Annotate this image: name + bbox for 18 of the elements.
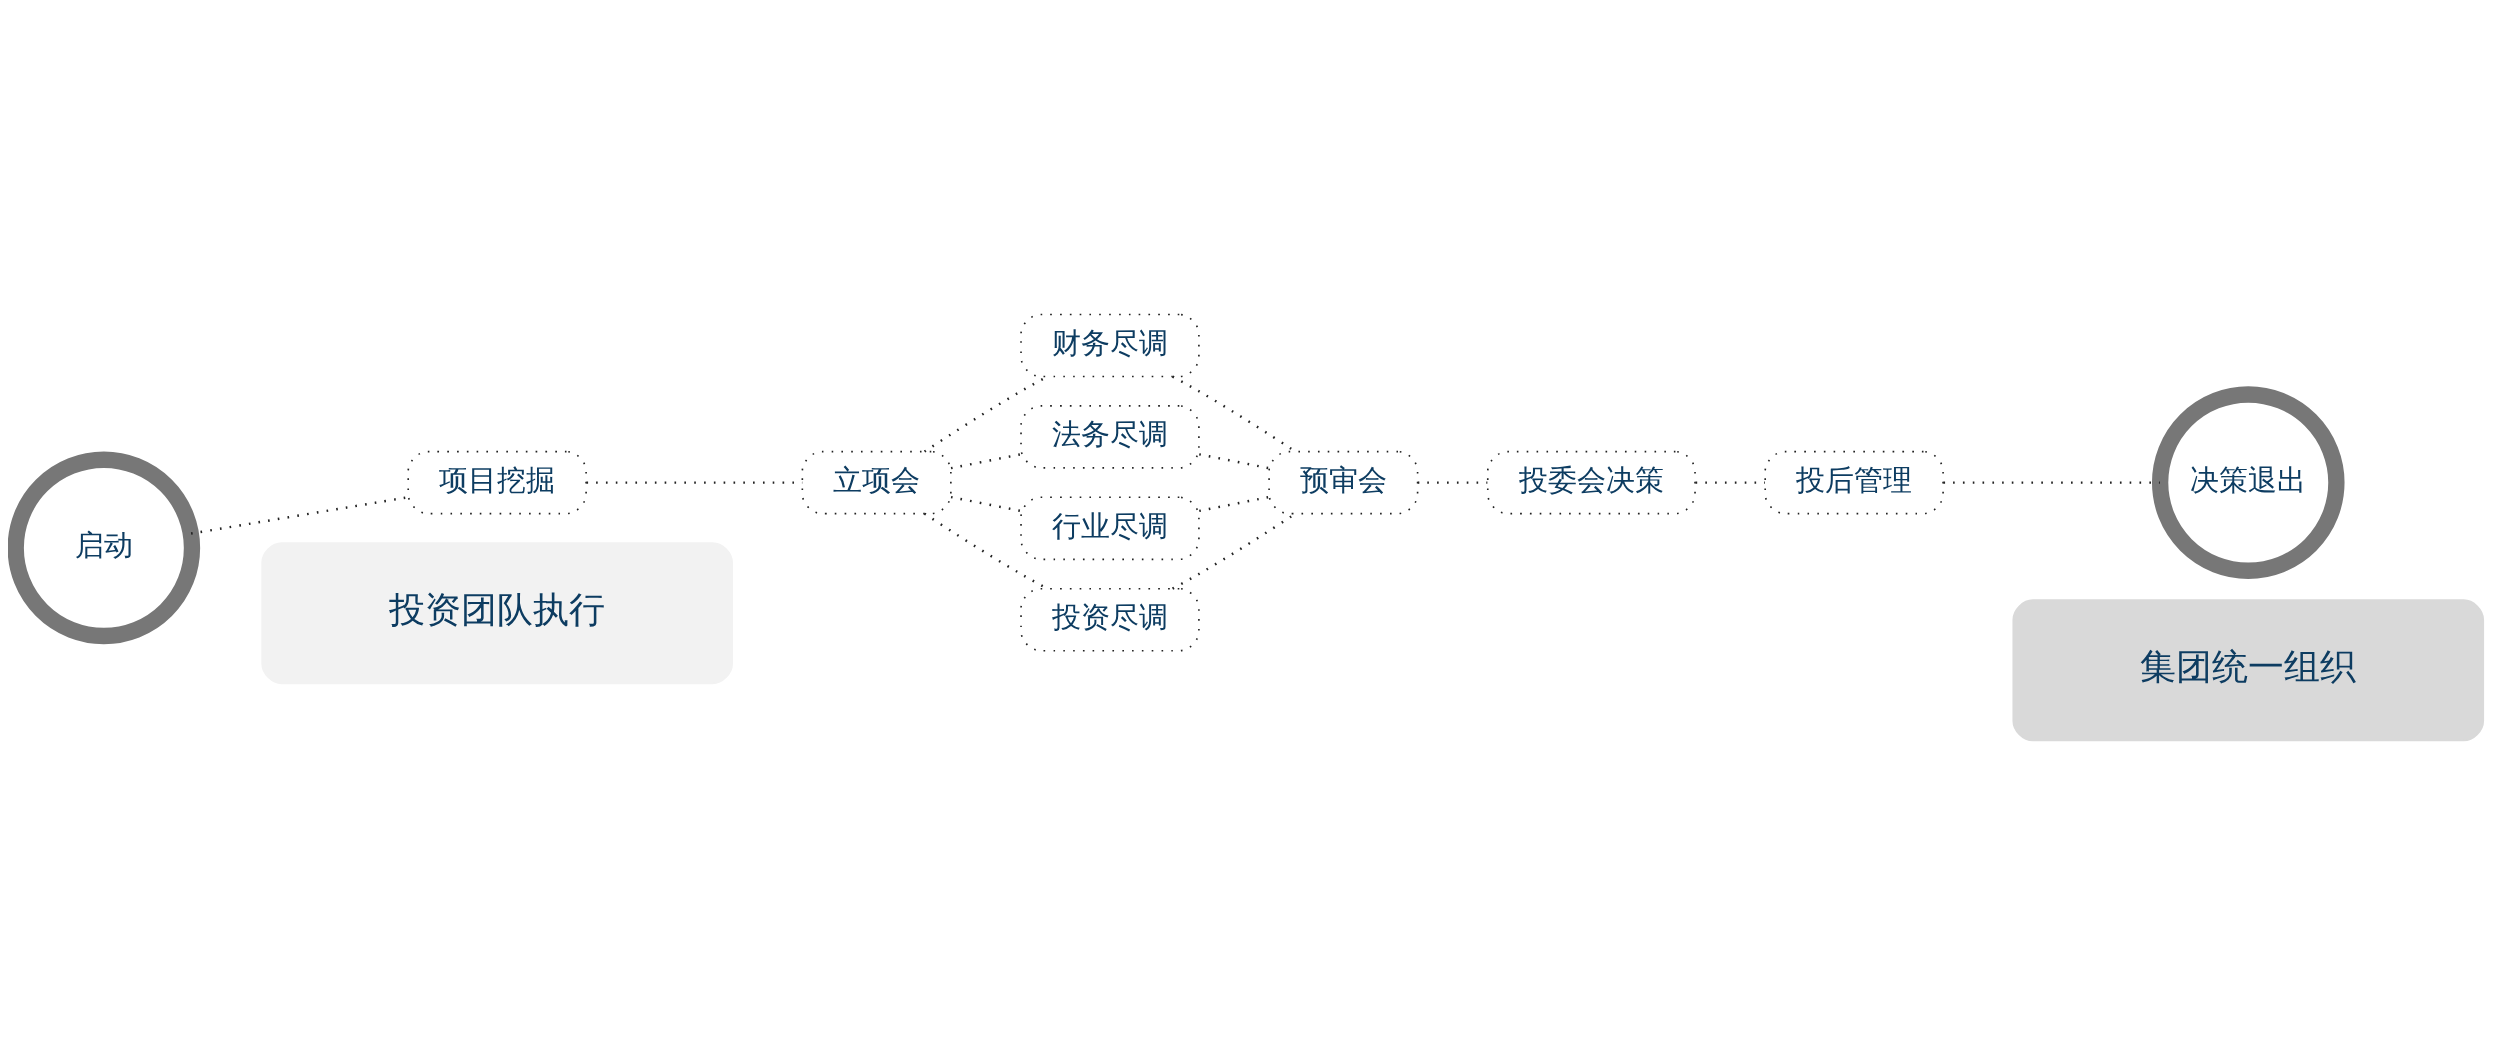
node-box: 行业尽调 — [1020, 496, 1200, 561]
node-circle: 决策退出 — [2152, 386, 2345, 579]
connector — [950, 495, 1021, 513]
node-circle: 启动 — [8, 451, 201, 645]
connector — [1199, 495, 1269, 513]
connector — [950, 453, 1021, 470]
node-box: 投资尽调 — [1020, 587, 1200, 652]
node-box: 立项会 — [801, 450, 952, 515]
node-box: 投委会决策 — [1486, 450, 1696, 515]
node-box: 项目挖掘 — [407, 450, 587, 515]
node-box: 财务尽调 — [1020, 313, 1200, 378]
node-box: 投后管理 — [1764, 450, 1944, 515]
node-box: 预审会 — [1268, 450, 1419, 515]
node-box: 集团统一组织 — [2012, 599, 2485, 742]
connector — [1417, 481, 1488, 484]
connector — [1695, 481, 1765, 484]
node-box: 法务尽调 — [1020, 405, 1200, 469]
connector — [1199, 453, 1269, 470]
